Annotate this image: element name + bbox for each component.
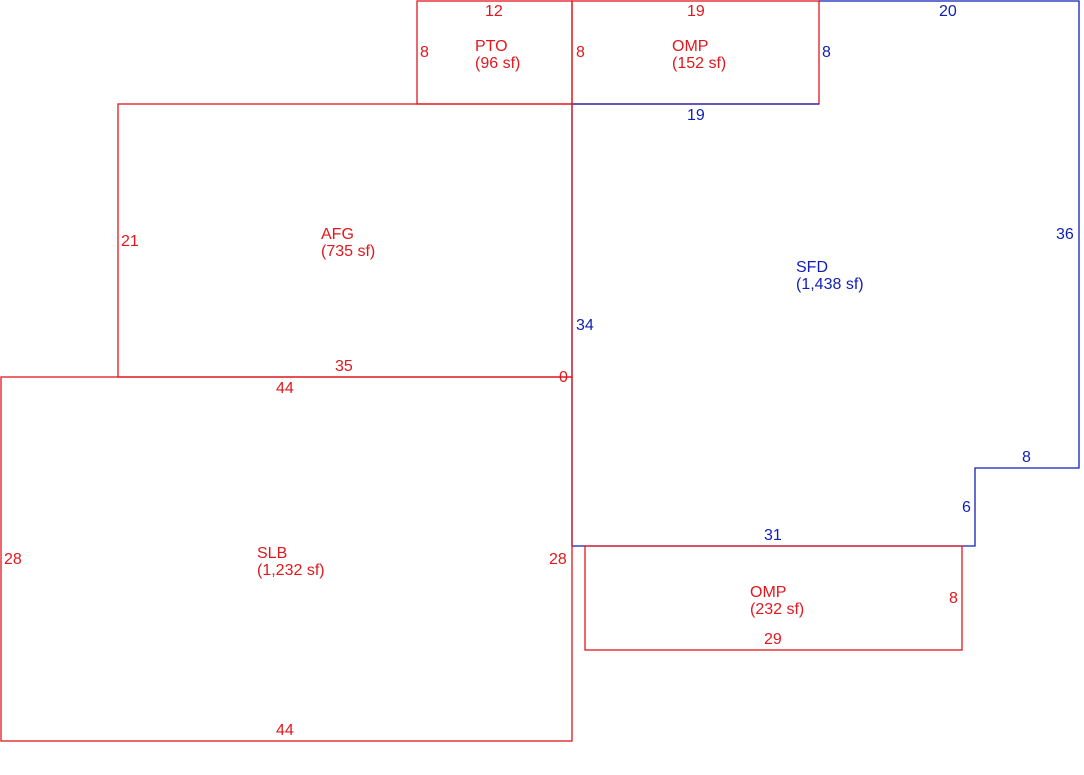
omp-top-size: (152 sf) — [672, 55, 726, 72]
afg-code: AFG — [321, 226, 354, 243]
slb-size: (1,232 sf) — [257, 562, 325, 579]
afg-size: (735 sf) — [321, 243, 375, 260]
slb-bottom-dimension: 44 — [276, 722, 294, 739]
omp-bottom-code: OMP — [750, 584, 786, 601]
omp-bottom-right-dimension: 8 — [949, 590, 958, 607]
slb-right-dimension: 28 — [549, 551, 567, 568]
sfd-top-dimension: 20 — [939, 3, 957, 20]
slb-left-dimension: 28 — [4, 551, 22, 568]
sfd-right-dimension: 36 — [1056, 226, 1074, 243]
slb-top-dimension: 44 — [276, 380, 294, 397]
omp-top-right-dimension: 8 — [822, 44, 831, 61]
omp-bottom-outline — [584, 545, 963, 651]
afg-zero-dimension: 0 — [559, 369, 568, 386]
omp-bottom-size: (232 sf) — [750, 601, 804, 618]
slb-code: SLB — [257, 545, 287, 562]
sfd-code: SFD — [796, 259, 828, 276]
pto-left-dimension: 8 — [420, 44, 429, 61]
sfd-bottom-dimension: 31 — [764, 527, 782, 544]
afg-bottom-dimension: 35 — [335, 358, 353, 375]
sfd-size: (1,438 sf) — [796, 276, 864, 293]
sfd-left-dimension: 34 — [576, 317, 594, 334]
sfd-top-inner-dimension: 19 — [687, 107, 705, 124]
omp-top-code: OMP — [672, 38, 708, 55]
sfd-step-side-dimension: 6 — [962, 499, 971, 516]
pto-code: PTO — [475, 38, 508, 55]
omp-bottom-bottom-dimension: 29 — [764, 631, 782, 648]
omp-top-top-dimension: 19 — [687, 3, 705, 20]
slb-outline — [0, 376, 573, 742]
omp-top-left-dimension: 8 — [576, 44, 585, 61]
pto-top-dimension: 12 — [485, 3, 503, 20]
pto-size: (96 sf) — [475, 55, 520, 72]
afg-left-dimension: 21 — [121, 233, 139, 250]
sfd-step-top-dimension: 8 — [1022, 449, 1031, 466]
